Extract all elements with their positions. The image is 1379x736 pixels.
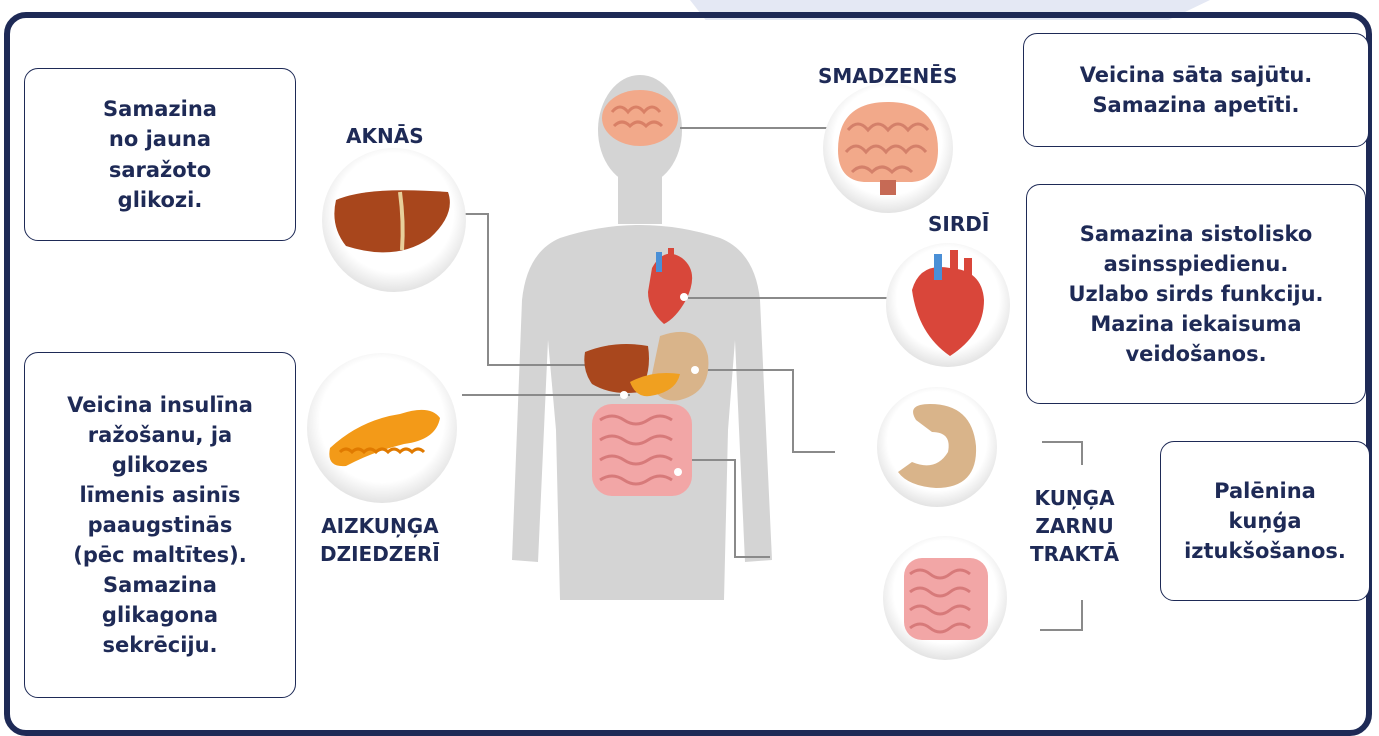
brain-icon (823, 83, 953, 213)
bracket-top (1042, 442, 1082, 465)
brain-label: SMADZENĒS (818, 62, 957, 90)
liver-effect-box: Samazina no jauna saražoto glikozi. (24, 68, 296, 241)
pancreas-effect-box: Veicina insulīna ražošanu, ja glikozes l… (24, 352, 296, 698)
pancreas-icon (307, 353, 457, 503)
brain-effect-box: Veicina sāta sajūtu. Samazina apetīti. (1023, 33, 1369, 147)
heart-label: SIRDĪ (928, 210, 989, 238)
heart-icon (886, 243, 1010, 367)
gut-label: KUŅĢA ZARNU TRAKTĀ (1030, 484, 1119, 568)
pancreas-label: AIZKUŅĢA DZIEDZERĪ (320, 512, 440, 568)
gut-effect-box: Palēnina kuņģa iztukšošanos. (1160, 441, 1370, 601)
heart-effect-box: Samazina sistolisko asinsspiedienu. Uzla… (1026, 184, 1366, 404)
liver-label: AKNĀS (346, 122, 424, 150)
body-silhouette (512, 75, 772, 600)
liver-icon (322, 148, 466, 292)
intestine-icon (883, 536, 1007, 660)
stomach-icon (877, 387, 997, 507)
body-intestine-icon (592, 404, 692, 496)
body-brain-icon (602, 90, 678, 146)
bracket-bottom (1040, 600, 1082, 630)
